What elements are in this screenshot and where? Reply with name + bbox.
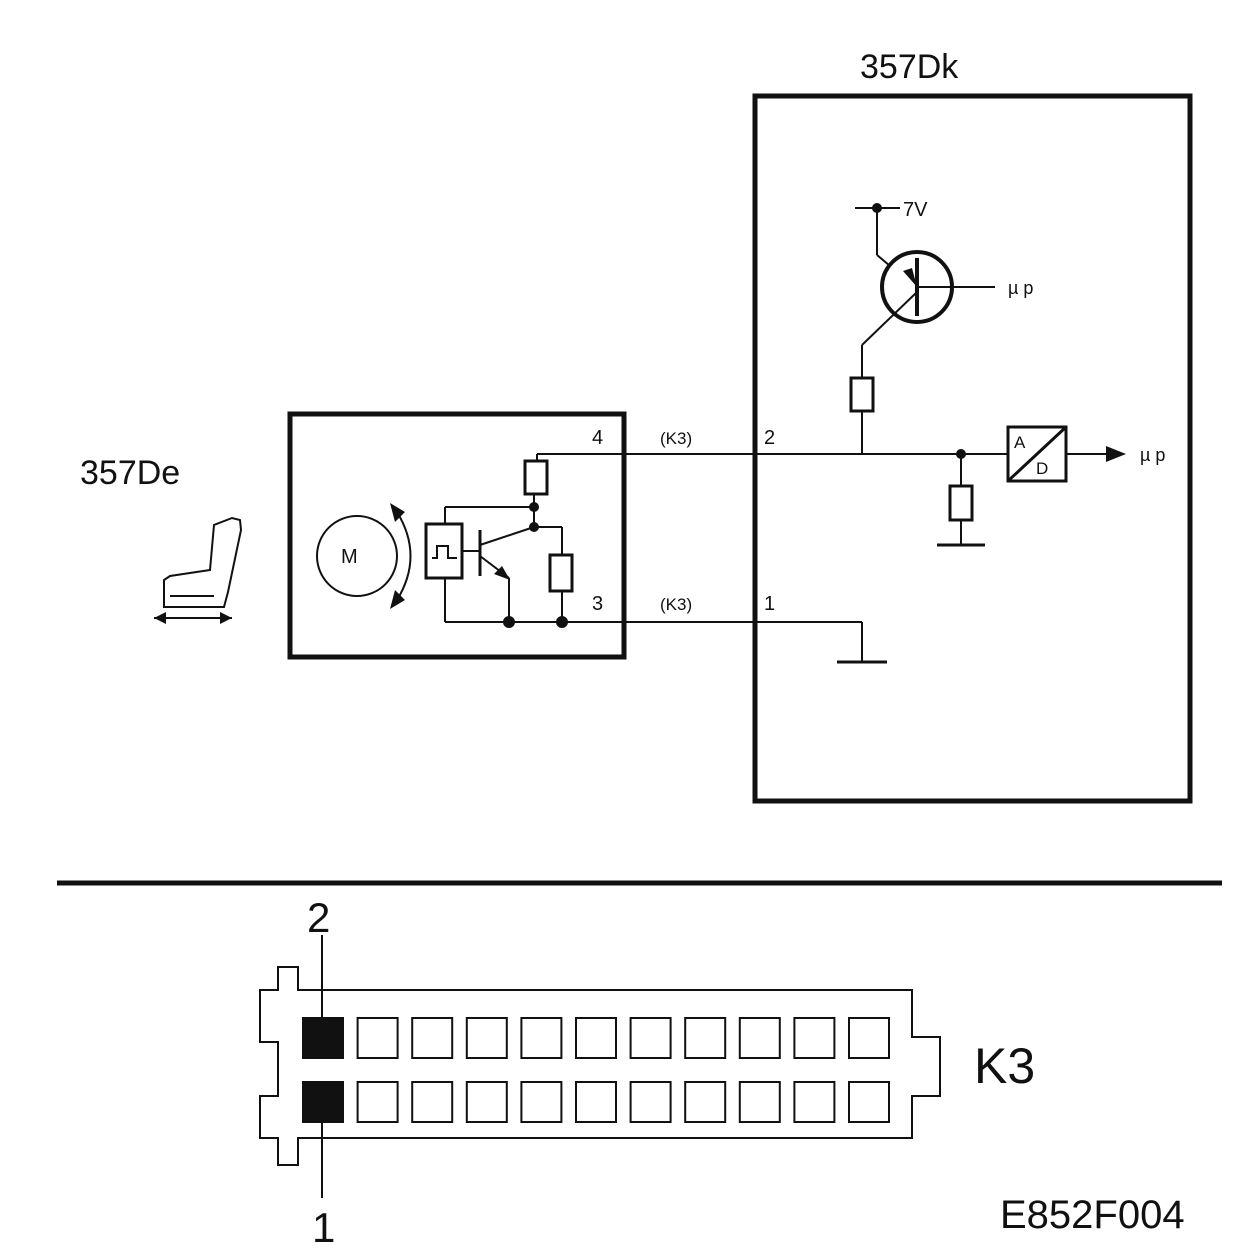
pin-1-label: 1 (764, 593, 775, 615)
motor-label: M (341, 546, 358, 568)
connector-pin-top-2 (356, 1017, 399, 1059)
connector-pin-bottom-9 (738, 1081, 781, 1123)
connector-pin-bottom-11 (848, 1081, 890, 1123)
connector-pin-row-bottom (302, 1081, 890, 1123)
connector-label-upper: (K3) (660, 429, 692, 448)
connector-pin-top-7 (629, 1017, 672, 1059)
junction-node-ground (556, 616, 568, 628)
npn-collector-lead (479, 526, 535, 546)
pulldown-resistor (948, 484, 974, 522)
connector-pin-top-3 (411, 1017, 454, 1059)
connector-pin-2-label: 2 (307, 894, 330, 941)
connector-label-lower: (K3) (660, 595, 692, 614)
pullup-resistor (849, 376, 875, 413)
connector-pin-top-4 (465, 1017, 508, 1059)
junction-node-upper (529, 502, 539, 512)
connector-pin-top-9 (738, 1017, 781, 1059)
series-resistor (523, 459, 549, 496)
rotation-arc (396, 511, 412, 601)
load-resistor (548, 553, 574, 593)
connector-pin-bottom-7 (629, 1081, 672, 1123)
motor-circle (316, 515, 398, 597)
connector-pin-1-filled (302, 1081, 344, 1123)
junction-node-emitter (503, 616, 515, 628)
connector-pin-bottom-2 (356, 1081, 399, 1123)
connector-pin-top-8 (684, 1017, 727, 1059)
connector-pin-row-top (302, 1017, 890, 1059)
connector-pin-top-11 (848, 1017, 890, 1059)
rotation-arrow-down-icon (390, 590, 405, 609)
adc-label-a: A (1014, 433, 1026, 452)
module-357dk-label: 357Dk (860, 48, 959, 86)
figure-code: E852F004 (1000, 1193, 1185, 1237)
connector-pin-bottom-3 (411, 1081, 454, 1123)
module-357de-label: 357De (80, 454, 180, 492)
connector-pin-bottom-8 (684, 1081, 727, 1123)
seat-icon (154, 516, 243, 624)
module-357de-box (287, 411, 627, 660)
pin-4-label: 4 (592, 427, 603, 449)
connector-pin-top-6 (575, 1017, 617, 1059)
transistor-collector-lead (861, 291, 918, 346)
supply-7v-label: 7V (903, 199, 928, 221)
adc-diagonal (1006, 425, 1068, 483)
adc-output-arrow (1106, 446, 1126, 462)
connector-pin-bottom-5 (520, 1081, 563, 1123)
connector-pin-top-5 (520, 1017, 563, 1059)
hall-sensor-symbol (432, 545, 457, 559)
transistor-emitter-arrow (903, 268, 917, 287)
connector-pin-bottom-10 (793, 1081, 836, 1123)
connector-pin-bottom-6 (575, 1081, 617, 1123)
adc-label-d: D (1036, 459, 1048, 478)
rotation-arrow-up-icon (390, 503, 405, 522)
connector-pin-top-10 (793, 1017, 836, 1059)
mp-output-label-1: µ p (1008, 278, 1033, 298)
hall-sensor-box (424, 522, 464, 580)
npn-emitter-arrow (494, 566, 510, 580)
connector-pin-2-filled (302, 1017, 344, 1059)
connector-pin-1-label: 1 (312, 1204, 335, 1251)
connector-name-label: K3 (974, 1038, 1035, 1094)
mp-output-label-2: µ p (1140, 445, 1165, 465)
connector-k3-outline (259, 966, 941, 1166)
pin-3-label: 3 (592, 593, 603, 615)
module-357dk-box (752, 93, 1193, 804)
connector-pin-bottom-4 (465, 1081, 508, 1123)
pin-2-label: 2 (764, 427, 775, 449)
